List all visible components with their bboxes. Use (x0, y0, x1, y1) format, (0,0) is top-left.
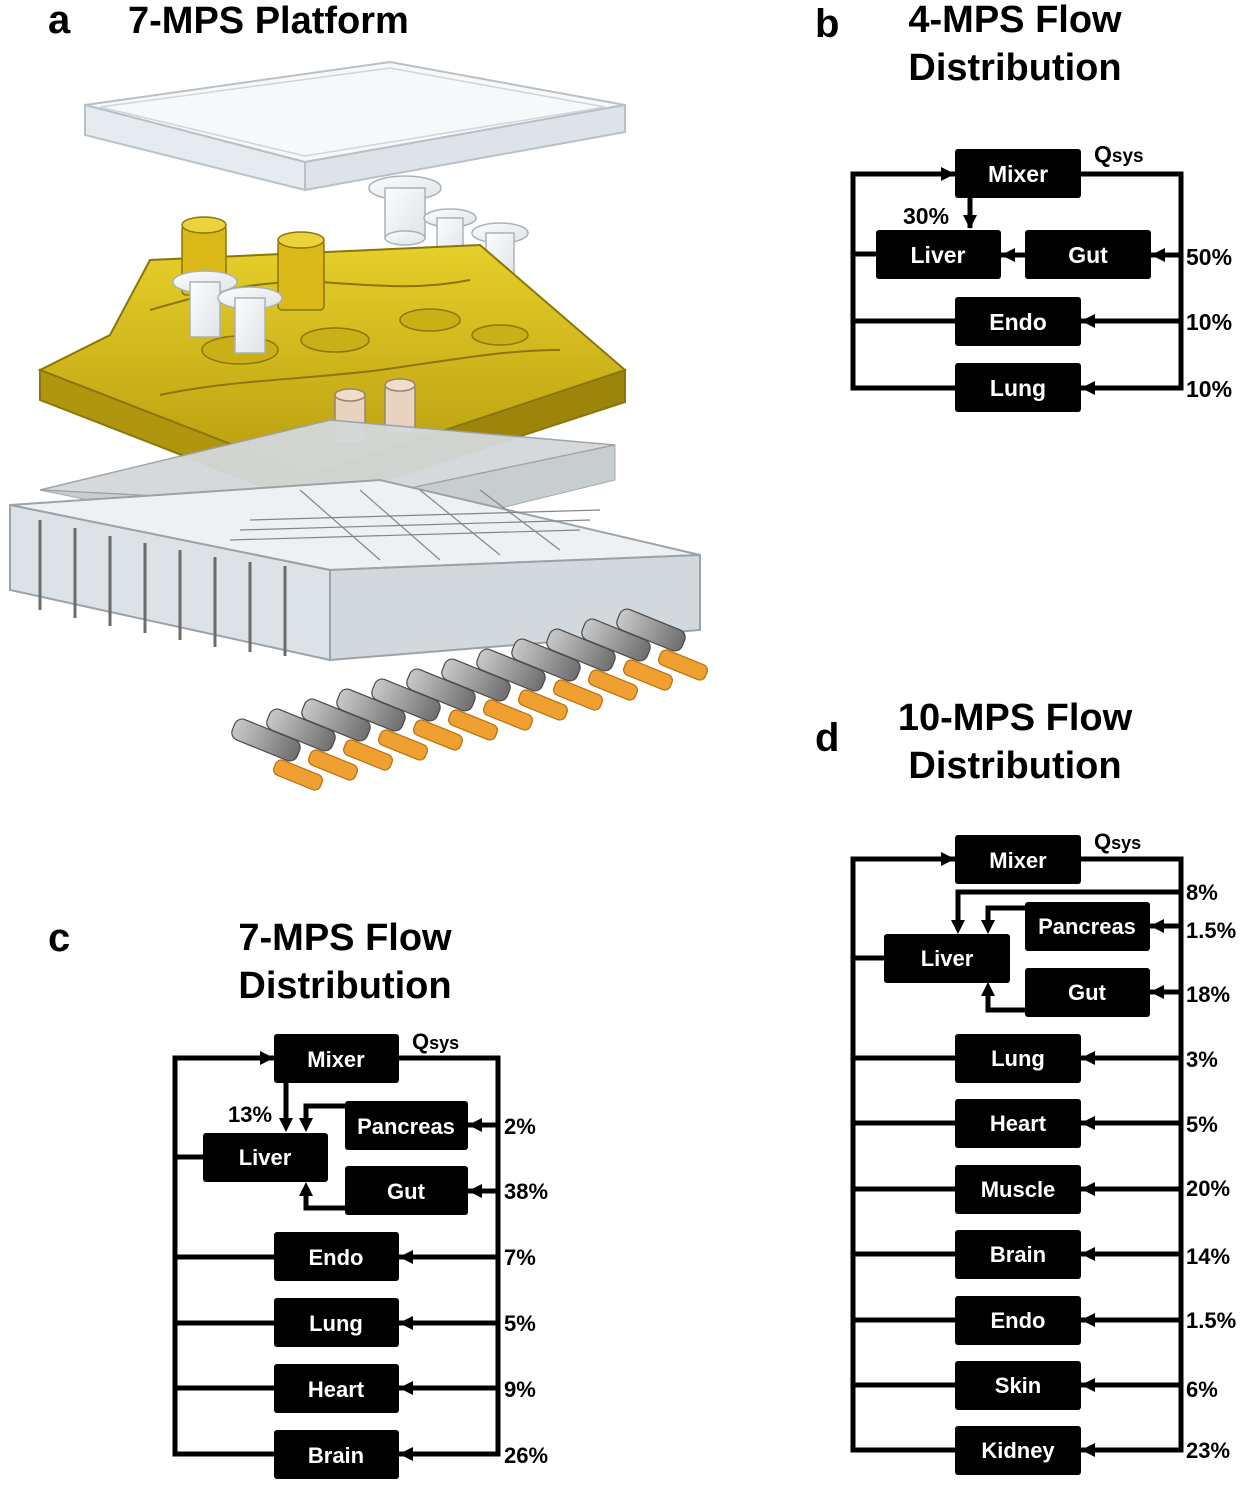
node-muscle: Muscle (981, 1177, 1056, 1202)
node-heart: Heart (990, 1111, 1047, 1136)
pct-endo: 7% (504, 1245, 536, 1270)
organ-boxes (884, 835, 1150, 1475)
flow-arrowheads (941, 852, 1164, 1457)
panel-b-label: b (815, 2, 840, 46)
pct-heart: 5% (1186, 1112, 1218, 1137)
node-liver: Liver (911, 242, 966, 268)
q-symbol: Q (1094, 829, 1111, 854)
panel-d-label: d (815, 716, 840, 760)
pct-lung: 3% (1186, 1047, 1218, 1072)
node-gut: Gut (1068, 242, 1108, 268)
diagram-7mps: Mixer Liver Pancreas Gut Endo Lung Heart… (172, 1029, 548, 1479)
panel-d-title-line2: Distribution (908, 745, 1122, 787)
luer-connectors (172, 216, 325, 354)
pct-lung: 5% (504, 1311, 536, 1336)
node-endo: Endo (991, 1308, 1046, 1333)
flow-arrowheads (941, 167, 1165, 395)
pct-lung: 10% (1186, 376, 1232, 402)
clear-lid (84, 60, 626, 192)
panel-d-title: 10-MPS Flow Distribution (860, 694, 1170, 790)
node-endo: Endo (989, 309, 1047, 335)
flow-lines (850, 856, 1184, 1453)
q-symbol: Q (1094, 141, 1112, 167)
q-label: Qsys (1094, 829, 1141, 854)
pct-gut: 38% (504, 1179, 548, 1204)
node-liver: Liver (921, 946, 974, 971)
platform-illustration (9, 60, 708, 791)
panel-b-title-line1: 4-MPS Flow (908, 0, 1122, 41)
liver-share: 30% (903, 203, 949, 229)
organ-boxes (203, 1034, 468, 1479)
q-label: Qsys (412, 1029, 459, 1054)
q-label: Qsys (1094, 141, 1144, 167)
pct-brain: 26% (504, 1443, 548, 1468)
q-subscript: sys (1112, 146, 1144, 167)
panel-b-title: 4-MPS Flow Distribution (860, 0, 1170, 92)
node-pancreas: Pancreas (357, 1114, 455, 1139)
pct-heart: 9% (504, 1377, 536, 1402)
node-mixer: Mixer (989, 848, 1047, 873)
node-gut: Gut (387, 1179, 426, 1204)
diagram-10mps: Mixer Liver Pancreas Gut Lung Heart Musc… (850, 829, 1236, 1475)
pct-skin: 6% (1186, 1377, 1218, 1402)
pct-endo: 10% (1186, 309, 1232, 335)
panel-c-title-line2: Distribution (238, 965, 452, 1007)
panel-d-title-line1: 10-MPS Flow (897, 697, 1133, 739)
pct-gut: 18% (1186, 982, 1230, 1007)
organ-boxes (876, 149, 1151, 412)
panel-a-title: 7-MPS Platform (128, 0, 409, 42)
node-brain: Brain (308, 1443, 364, 1468)
panel-c-title: 7-MPS Flow Distribution (190, 914, 500, 1010)
pct-muscle: 20% (1186, 1176, 1230, 1201)
node-gut: Gut (1068, 980, 1107, 1005)
diagram-4mps: Mixer Liver Gut Endo Lung Qsys 30% 50% 1… (850, 141, 1232, 412)
node-kidney: Kidney (981, 1438, 1055, 1463)
reservoir-inserts (368, 175, 529, 289)
liver-share: 8% (1186, 880, 1218, 905)
panel-c-title-line1: 7-MPS Flow (238, 917, 452, 959)
node-mixer: Mixer (988, 161, 1048, 187)
node-endo: Endo (309, 1245, 364, 1270)
panel-c-label: c (48, 916, 71, 960)
node-brain: Brain (990, 1242, 1046, 1267)
node-liver: Liver (239, 1145, 292, 1170)
pump-actuators (231, 608, 708, 791)
node-heart: Heart (308, 1377, 365, 1402)
pct-pancreas: 2% (504, 1114, 536, 1139)
liver-share: 13% (228, 1102, 272, 1127)
pct-gut: 50% (1186, 244, 1232, 270)
panel-a-label: a (48, 0, 71, 42)
q-symbol: Q (412, 1029, 429, 1054)
pct-brain: 14% (1186, 1244, 1230, 1269)
flow-arrowheads (260, 1051, 482, 1461)
q-subscript: sys (1111, 833, 1141, 853)
q-subscript: sys (429, 1033, 459, 1053)
node-lung: Lung (309, 1311, 363, 1336)
panel-b-title-line2: Distribution (908, 47, 1122, 89)
node-pancreas: Pancreas (1038, 914, 1136, 939)
pct-pancreas: 1.5% (1186, 918, 1236, 943)
pct-kidney: 23% (1186, 1438, 1230, 1463)
pct-endo: 1.5% (1186, 1308, 1236, 1333)
node-lung: Lung (991, 1046, 1045, 1071)
node-lung: Lung (990, 375, 1046, 401)
node-mixer: Mixer (307, 1047, 365, 1072)
node-skin: Skin (995, 1373, 1041, 1398)
